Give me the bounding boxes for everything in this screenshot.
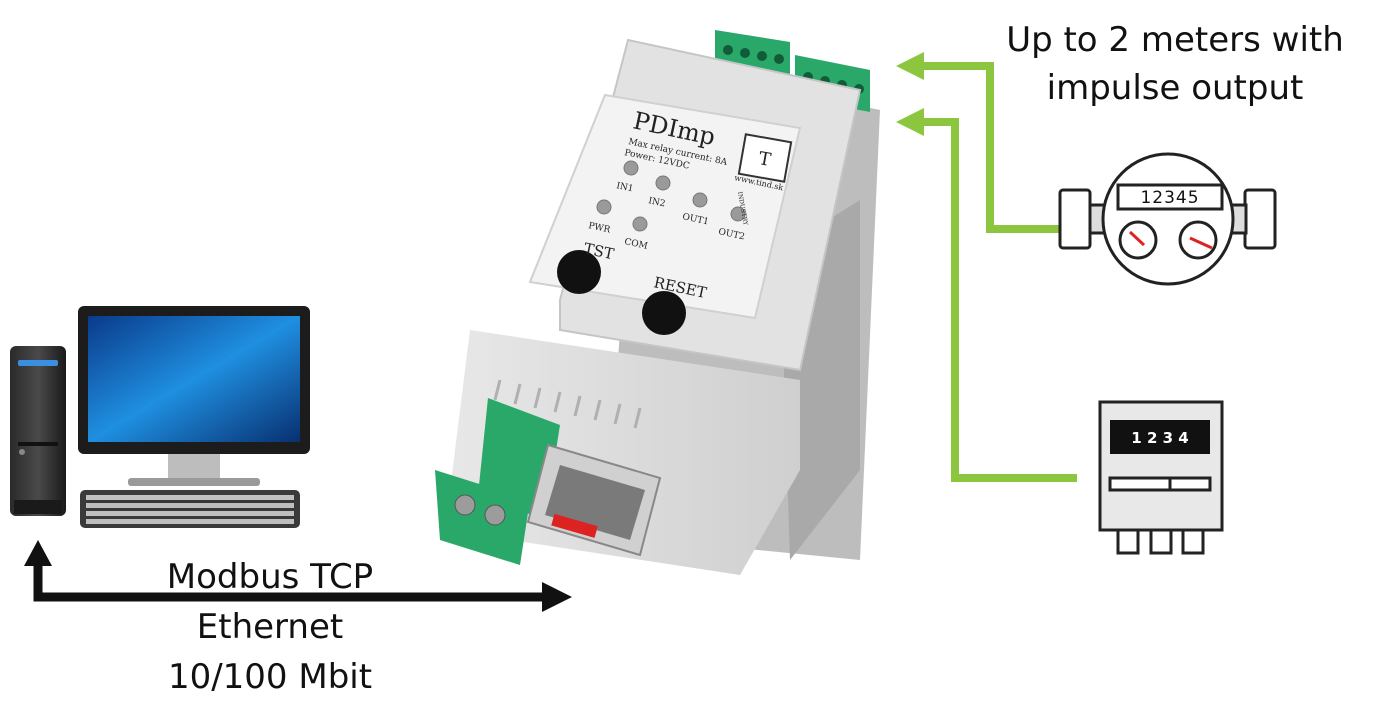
arrow-head-right [542, 582, 572, 612]
led-in1 [623, 160, 639, 176]
pc-tower-light [18, 360, 58, 366]
water-meter-icon [1058, 152, 1277, 286]
led-out2 [730, 206, 746, 222]
led-in2 [655, 175, 671, 191]
pc-tower-base [14, 500, 62, 514]
protocol-label-line2: Ethernet [196, 607, 344, 647]
meters-label-line2: impulse output [1046, 68, 1304, 108]
status-leds [596, 160, 746, 232]
led-label-in2: IN2 [647, 196, 666, 209]
water-meter-needle-left [1128, 230, 1146, 247]
ethernet-port [526, 443, 662, 557]
meters-label: Up to 2 meters with impulse output [990, 16, 1360, 112]
monitor-stand [168, 454, 220, 482]
energy-meter-terminal-3 [1181, 528, 1205, 555]
protocol-label-line1: Modbus TCP [166, 557, 374, 597]
pc-tower [10, 346, 66, 516]
energy-meter-counter: 1 2 3 4 [1131, 429, 1188, 447]
meters-label-line1: Up to 2 meters with [1006, 20, 1344, 60]
industry-logo [737, 133, 793, 183]
water-meter-needle-right [1189, 236, 1213, 250]
pdimp-device: T [435, 30, 880, 575]
led-out1 [692, 192, 708, 208]
water-meter-counter-box [1116, 183, 1224, 211]
energy-meter-terminal-1 [1116, 528, 1140, 555]
arrow-head-meter2 [896, 108, 924, 136]
arrow-head-meter1 [896, 52, 924, 80]
led-label-com: COM [623, 237, 648, 252]
monitor-base [128, 478, 260, 486]
reset-button [642, 291, 686, 335]
arrow-head-up [24, 540, 52, 566]
protocol-label-line3: 10/100 Mbit [167, 657, 373, 697]
water-meter-pipe-left [1058, 188, 1092, 250]
energy-meter-terminal-2 [1149, 528, 1173, 555]
test-button [557, 250, 601, 294]
energy-meter-slot [1108, 476, 1212, 492]
energy-meter-icon [1098, 400, 1224, 555]
test-button-label: TST [582, 239, 615, 263]
pc-tower-slot [18, 442, 58, 446]
pc-power-icon [19, 449, 25, 455]
led-label-in1: IN1 [615, 181, 634, 194]
led-label-pwr: PWR [587, 221, 611, 235]
led-com [632, 216, 648, 232]
protocol-label: Modbus TCP Ethernet 10/100 Mbit [130, 552, 410, 702]
water-meter-body [1101, 152, 1235, 286]
ethernet-arrow [24, 540, 572, 612]
svg-text:T: T [757, 148, 772, 171]
led-pwr [596, 199, 612, 215]
water-meter-pipe-right [1243, 188, 1277, 250]
water-meter-counter: 12345 [1140, 188, 1199, 208]
device-vents [493, 379, 642, 429]
meter-connection-lines [920, 62, 1077, 482]
computer-icon [10, 306, 310, 528]
monitor-screen [88, 316, 300, 442]
keyboard-keys [86, 495, 294, 524]
energy-meter-display [1110, 420, 1210, 454]
